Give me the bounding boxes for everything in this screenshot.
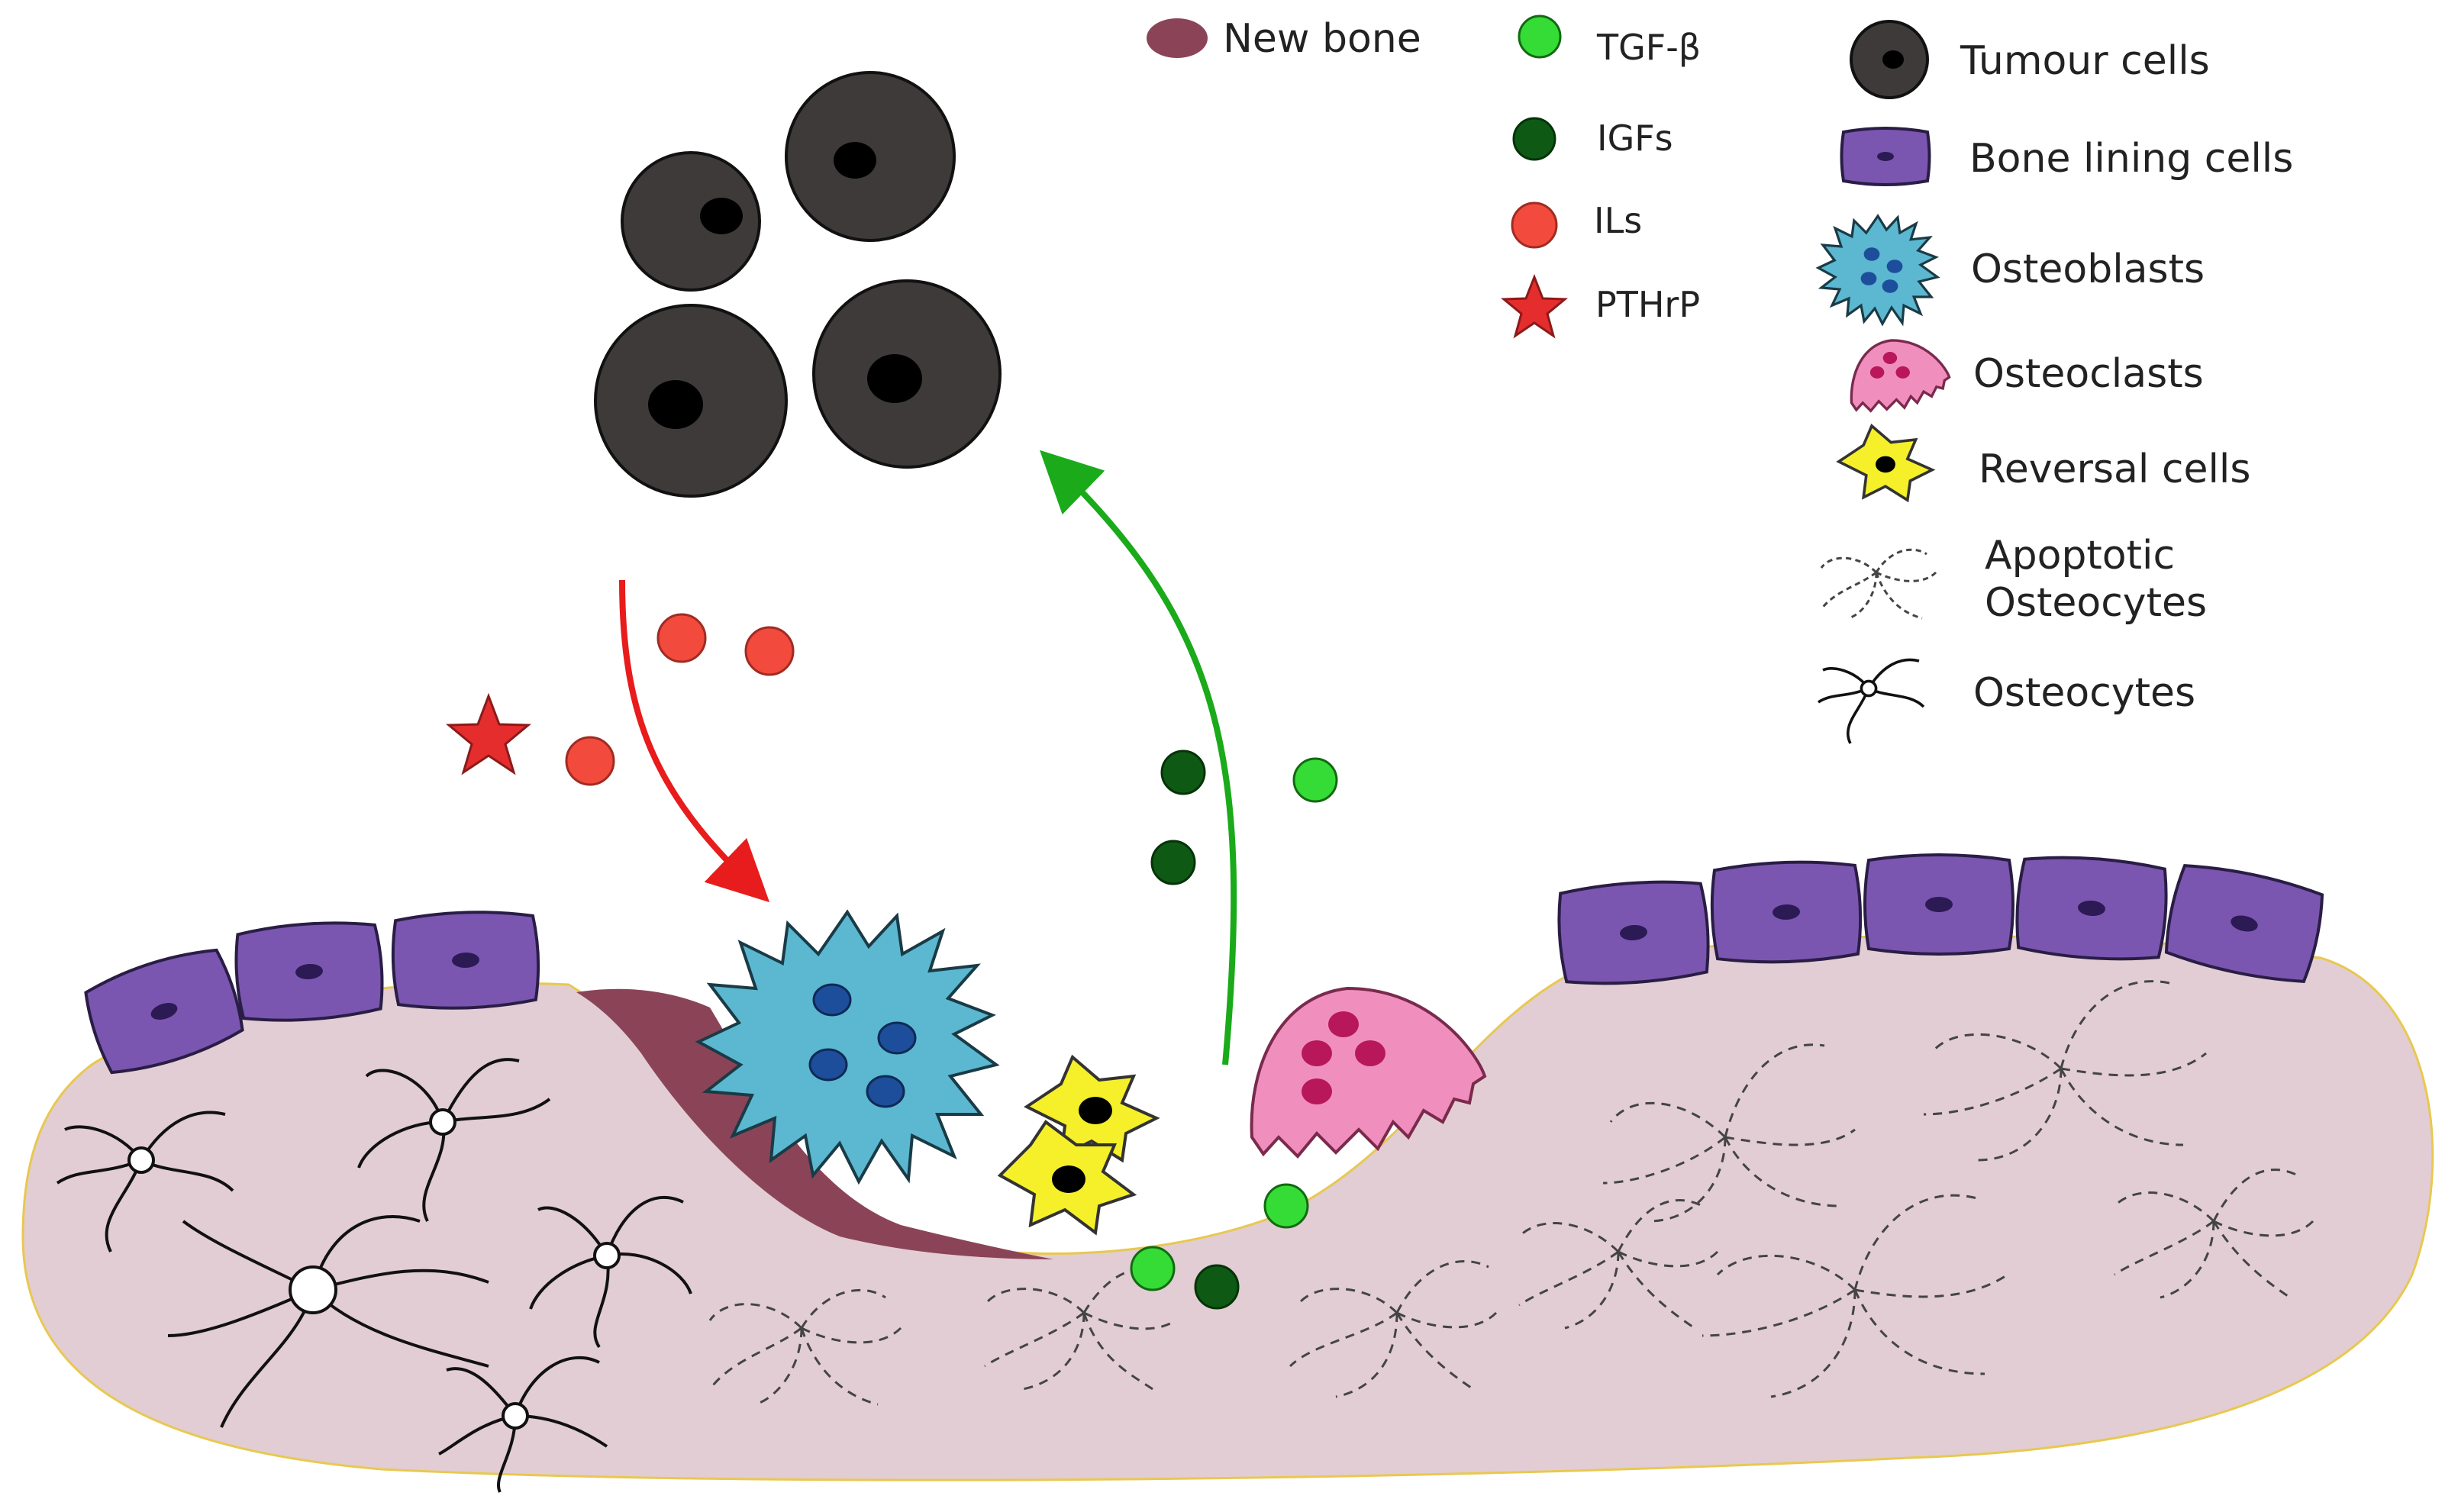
apoptotic-osteocyte xyxy=(1518,1199,1719,1330)
legend-bone-lining-label: Bone lining cells xyxy=(1969,136,2293,182)
apoptotic-osteocytes-group xyxy=(708,980,2314,1406)
legend-igfs-label: IGFs xyxy=(1597,118,1673,159)
legend-osteocytes-label: Osteocytes xyxy=(1973,670,2195,716)
legend-tumour-label: Tumour cells xyxy=(1960,38,2210,84)
legend-reversal-label: Reversal cells xyxy=(1979,447,2250,492)
tgf-dot xyxy=(1263,1183,1309,1229)
bone-lining-cell xyxy=(2015,856,2168,961)
tumour-cell xyxy=(812,279,1002,469)
apoptotic-osteocyte xyxy=(1289,1260,1498,1398)
tumour-swatch xyxy=(1850,20,1929,99)
osteoblast-swatch xyxy=(1815,214,1940,327)
igf-dot xyxy=(1150,840,1196,885)
tumour-cell xyxy=(785,71,956,242)
apoptotic-osteocyte xyxy=(1923,980,2207,1162)
osteoblast-nucleus xyxy=(812,983,852,1017)
legend-ils-label: ILs xyxy=(1594,200,1642,241)
bone-lining-cell xyxy=(1710,860,1863,964)
il-dot xyxy=(744,626,795,676)
igf-dot xyxy=(1160,750,1206,795)
bone-lining-cell xyxy=(1557,880,1710,985)
apoptotic-osteocyte xyxy=(983,1267,1176,1391)
bone-lining-cells-right xyxy=(1557,853,2324,985)
osteocyte xyxy=(529,1195,692,1349)
red-arrow xyxy=(619,579,770,903)
osteoclast-swatch xyxy=(1850,339,1951,413)
bone-lining-cell xyxy=(2164,864,2324,983)
bone-lining-cell xyxy=(84,948,244,1075)
pthrp-swatch xyxy=(1500,273,1569,339)
reversal-swatch xyxy=(1836,424,1936,503)
bone-lining-cell xyxy=(391,911,540,1010)
osteocyte xyxy=(357,1058,551,1222)
igf-dot xyxy=(1194,1264,1240,1310)
legend-factors: New bone TGF-β IGFs ILs PTHrP xyxy=(1147,15,1701,339)
osteocytes-group xyxy=(56,1058,692,1493)
new-bone-swatch xyxy=(1147,18,1208,58)
osteoblast-nucleus xyxy=(866,1075,905,1108)
osteoblast-nucleus xyxy=(877,1021,917,1055)
osteoclast-cell xyxy=(1250,986,1487,1159)
bone-lining-cell xyxy=(1863,853,2014,956)
apoptotic-osteocyte xyxy=(2113,1169,2314,1299)
apoptotic-osteocyte xyxy=(1602,1043,1856,1223)
osteoblast-nucleus xyxy=(808,1048,848,1082)
legend-tgf-beta-label: TGF-β xyxy=(1596,27,1701,68)
osteocyte xyxy=(438,1356,608,1493)
ils-swatch xyxy=(1511,201,1558,249)
new-bone xyxy=(576,988,1053,1259)
legend-osteoclasts-label: Osteoclasts xyxy=(1973,351,2204,397)
apoptotic-osteocyte xyxy=(708,1288,902,1406)
bone-lining-cell xyxy=(234,921,384,1022)
reversal-cell xyxy=(997,1120,1137,1236)
green-arrow xyxy=(1040,450,1237,1065)
floating-factors xyxy=(445,613,1338,1310)
pthrp-star xyxy=(445,692,532,775)
apoptotic-swatch xyxy=(1820,548,1937,620)
osteocyte xyxy=(56,1111,234,1252)
legend-apoptotic-label-line1: Apoptotic xyxy=(1985,533,2175,579)
tumour-cell xyxy=(594,304,788,498)
tgf-beta-swatch xyxy=(1518,15,1562,59)
osteoblast-body xyxy=(695,909,1000,1185)
osteoblast-cell xyxy=(695,909,1000,1185)
tumour-cell xyxy=(621,151,761,292)
igfs-swatch xyxy=(1512,117,1556,161)
apoptotic-osteocyte xyxy=(1702,1194,2008,1398)
legend-osteoblasts-label: Osteoblasts xyxy=(1971,247,2205,292)
tgf-dot xyxy=(1130,1246,1176,1291)
il-dot xyxy=(656,613,707,663)
legend-cells: Tumour cells Bone lining cells Osteoblas… xyxy=(1815,20,2293,744)
tgf-dot xyxy=(1292,757,1338,803)
tumour-cells-group xyxy=(594,71,1002,498)
legend-new-bone-label: New bone xyxy=(1223,16,1421,62)
legend-apoptotic-label-line2: Osteocytes xyxy=(1985,580,2207,626)
bone-lining-swatch xyxy=(1840,127,1931,186)
osteocyte xyxy=(167,1215,489,1428)
osteocyte-swatch xyxy=(1818,658,1925,744)
legend-pthrp-label: PTHrP xyxy=(1595,284,1700,325)
bone-lining-cells-left xyxy=(84,911,540,1075)
il-dot xyxy=(565,736,615,786)
